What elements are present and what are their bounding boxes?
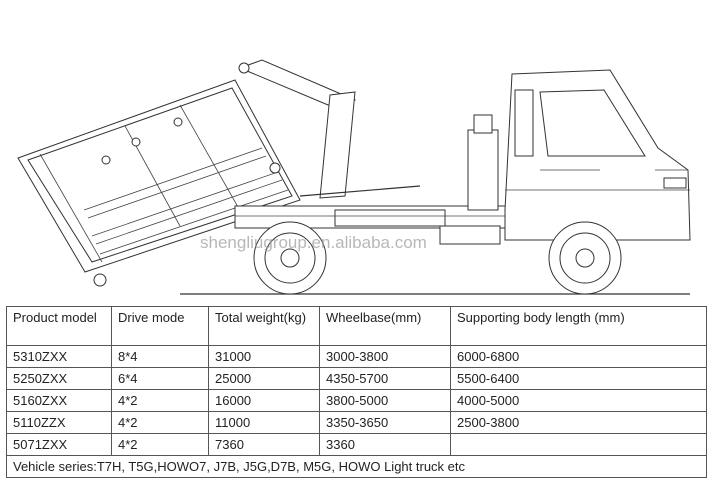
cell-drive: 8*4: [111, 345, 209, 368]
cell-drive: 4*2: [111, 411, 209, 434]
watermark-text: shengliugroup.en.alibaba.com: [200, 233, 427, 252]
header-supporting-body-length: Supporting body length (mm): [450, 306, 707, 346]
spec-table: Product model Drive mode Total weight(kg…: [6, 306, 707, 478]
truck-drawing: shengliugroup.en.alibaba.com: [17, 59, 691, 295]
header-total-weight: Total weight(kg): [208, 306, 320, 346]
cell-model: 5160ZXX: [6, 389, 112, 412]
cell-weight: 31000: [208, 345, 320, 368]
cell-model: 5110ZZX: [6, 411, 112, 434]
table-row: 5071ZXX 4*2 7360 3360: [6, 433, 707, 456]
table-row: 5250ZXX 6*4 25000 4350-5700 5500-6400: [6, 367, 707, 390]
cell-body-length: [450, 433, 707, 456]
header-product-model: Product model: [6, 306, 112, 346]
cell-body-length: 6000-6800: [450, 345, 707, 368]
header-drive-mode: Drive mode: [111, 306, 209, 346]
cell-model: 5071ZXX: [6, 433, 112, 456]
cell-drive: 6*4: [111, 367, 209, 390]
rear-wheel: [253, 221, 327, 295]
container-body: [17, 79, 301, 287]
cell-wheelbase: 4350-5700: [319, 367, 451, 390]
cell-body-length: 2500-3800: [450, 411, 707, 434]
cell-body-length: 5500-6400: [450, 367, 707, 390]
cell-body-length: 4000-5000: [450, 389, 707, 412]
truck-cab: [504, 69, 691, 241]
front-wheel: [548, 221, 622, 295]
table-row: 5110ZZX 4*2 11000 3350-3650 2500-3800: [6, 411, 707, 434]
cell-weight: 7360: [208, 433, 320, 456]
vehicle-series-note: Vehicle series:T7H, T5G,HOWO7, J7B, J5G,…: [6, 455, 707, 478]
cell-wheelbase: 3360: [319, 433, 451, 456]
cell-model: 5250ZXX: [6, 367, 112, 390]
table-row: 5310ZXX 8*4 31000 3000-3800 6000-6800: [6, 345, 707, 368]
header-wheelbase: Wheelbase(mm): [319, 306, 451, 346]
cell-wheelbase: 3800-5000: [319, 389, 451, 412]
hook-lift-truck-line-art: shengliugroup.en.alibaba.com: [17, 59, 691, 295]
cell-weight: 25000: [208, 367, 320, 390]
cell-model: 5310ZXX: [6, 345, 112, 368]
cell-wheelbase: 3350-3650: [319, 411, 451, 434]
cell-wheelbase: 3000-3800: [319, 345, 451, 368]
cell-weight: 11000: [208, 411, 320, 434]
table-row: 5160ZXX 4*2 16000 3800-5000 4000-5000: [6, 389, 707, 412]
cell-drive: 4*2: [111, 433, 209, 456]
table-footer-row: Vehicle series:T7H, T5G,HOWO7, J7B, J5G,…: [6, 455, 707, 478]
table-header-row: Product model Drive mode Total weight(kg…: [6, 306, 707, 346]
hook-arm: [238, 59, 421, 199]
cell-weight: 16000: [208, 389, 320, 412]
cell-drive: 4*2: [111, 389, 209, 412]
